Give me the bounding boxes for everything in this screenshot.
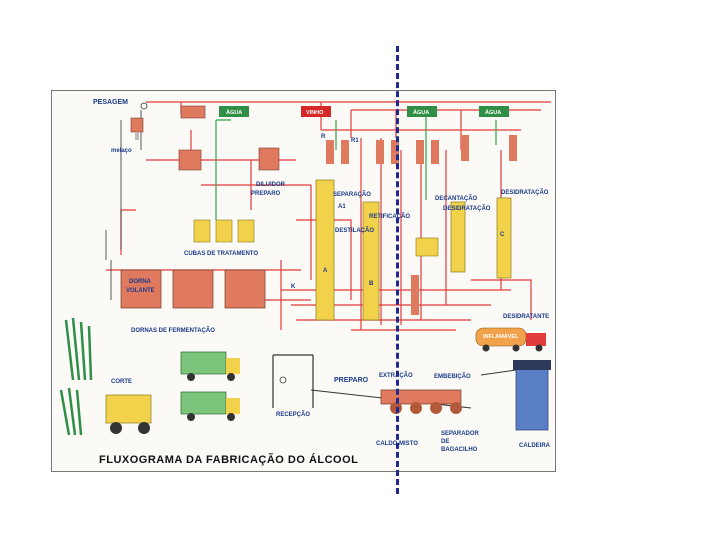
- heat-exchanger: [415, 237, 439, 257]
- embebicao-label: EMBEBIÇÃO: [434, 373, 471, 380]
- destilacao-label: DESTILAÇÃO: [335, 227, 374, 234]
- dashed-divider-line: [396, 46, 399, 494]
- vinho-tag-label: VINHO: [306, 110, 324, 116]
- weighing-scale: [130, 102, 148, 140]
- dorna-volante-label-2: VOLANTE: [126, 288, 155, 294]
- k-label: K: [291, 284, 296, 290]
- desidratante-label: DESIDRATANTE: [503, 314, 549, 320]
- boiler: [480, 360, 551, 431]
- condensers: [326, 135, 517, 164]
- c-label: C: [500, 232, 505, 238]
- caldeira-label: CALDEIRA: [519, 443, 551, 449]
- retificacao-label: RETIFICAÇÃO: [369, 213, 410, 220]
- dornas-label: DORNAS DE FERMENTAÇÃO: [131, 327, 215, 334]
- mixing-tank: [178, 149, 202, 171]
- recepcao-label: RECEPÇÃO: [276, 411, 310, 418]
- r-label: R: [321, 134, 326, 140]
- small-tank-left: [180, 105, 206, 119]
- storage-tank: [411, 275, 419, 315]
- dorna-volante-label-1: DORNA: [129, 279, 152, 285]
- flowchart-canvas: PESAGEM melaço ÁGUA VINHO ÁGUA ÁGUA DILU…: [51, 90, 556, 472]
- agua-tag-3-label: ÁGUA: [485, 109, 501, 116]
- inflamavel-label: INFLAMÁVEL: [483, 333, 519, 340]
- fermentation-tanks: [120, 269, 266, 309]
- agua-tag-2-label: ÁGUA: [413, 109, 429, 116]
- milling-tandem: [310, 389, 472, 414]
- separador-label-2: DE: [441, 439, 449, 445]
- separador-label-1: SEPARADOR: [441, 431, 480, 437]
- b-label: B: [369, 281, 374, 287]
- a-label: A: [323, 268, 328, 274]
- corte-label: CORTE: [111, 379, 132, 385]
- sugarcane-field: [59, 317, 93, 436]
- agua-tag-2: [407, 106, 437, 117]
- preparo-top-label: PREPARO: [251, 191, 281, 197]
- pesagem-label: PESAGEM: [93, 99, 128, 106]
- diluidor-tank: [258, 147, 280, 171]
- treatment-tanks: [193, 219, 255, 243]
- cubas-label: CUBAS DE TRATAMENTO: [184, 251, 258, 257]
- separacao-label: SEPARAÇÃO: [333, 191, 371, 198]
- distillation-columns: [315, 179, 512, 321]
- decantacao-label: DECANTAÇÃO: [435, 195, 478, 202]
- reception-crane: [272, 354, 314, 408]
- desidratacao-small-label: DESIDRATAÇÃO: [443, 205, 491, 212]
- harvester: [105, 394, 152, 434]
- agua-tag-1-label: ÁGUA: [226, 109, 242, 116]
- preparo-label: PREPARO: [334, 377, 369, 384]
- vinho-tag: [301, 106, 331, 117]
- tanker-truck: [475, 327, 546, 352]
- diluidor-label: DILUIDOR: [256, 182, 286, 188]
- separador-label-3: BAGACILHO: [441, 447, 478, 453]
- agua-tag-3: [479, 106, 509, 117]
- agua-tag-1: [219, 106, 249, 117]
- r1-label: R1: [351, 138, 359, 144]
- cane-trucks: [180, 351, 240, 421]
- melaco-label: melaço: [111, 148, 132, 154]
- a1-label: A1: [338, 204, 346, 210]
- diagram-title: FLUXOGRAMA DA FABRICAÇÃO DO ÁLCOOL: [99, 453, 358, 466]
- desidratacao-label: DESIDRATAÇÃO: [501, 189, 549, 196]
- alcohol-production-flowchart: PESAGEM melaço ÁGUA VINHO ÁGUA ÁGUA DILU…: [51, 90, 556, 472]
